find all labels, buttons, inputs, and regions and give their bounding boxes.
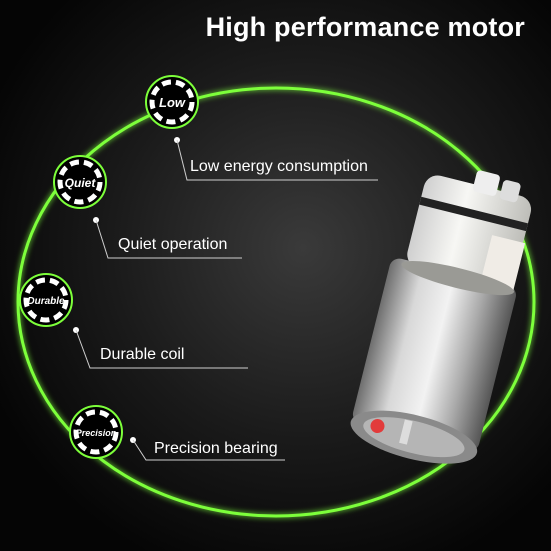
page-title: High performance motor xyxy=(205,12,525,42)
badge-quiet: Quiet xyxy=(53,155,107,209)
badge-precision-text: Precision xyxy=(76,428,117,438)
feature-label-2: Quiet operation xyxy=(118,236,228,253)
badge-precision: Precision xyxy=(69,405,123,459)
feature-ring xyxy=(16,86,536,518)
feature-label-3: Durable coil xyxy=(100,346,185,363)
badge-quiet-text: Quiet xyxy=(65,176,97,190)
leader-line-1 xyxy=(176,139,378,181)
leader-line-2 xyxy=(95,219,242,259)
leader-line-4 xyxy=(132,439,285,461)
feature-label-1: Low energy consumption xyxy=(190,158,368,175)
badge-low-text: Low xyxy=(159,95,186,110)
badge-low: Low xyxy=(145,75,199,129)
badge-durable-text: Durable xyxy=(27,296,65,307)
feature-label-4: Precision bearing xyxy=(154,440,278,457)
motor-illustration xyxy=(350,170,532,464)
badge-durable: Durable xyxy=(19,273,73,327)
leader-line-3 xyxy=(75,329,248,369)
